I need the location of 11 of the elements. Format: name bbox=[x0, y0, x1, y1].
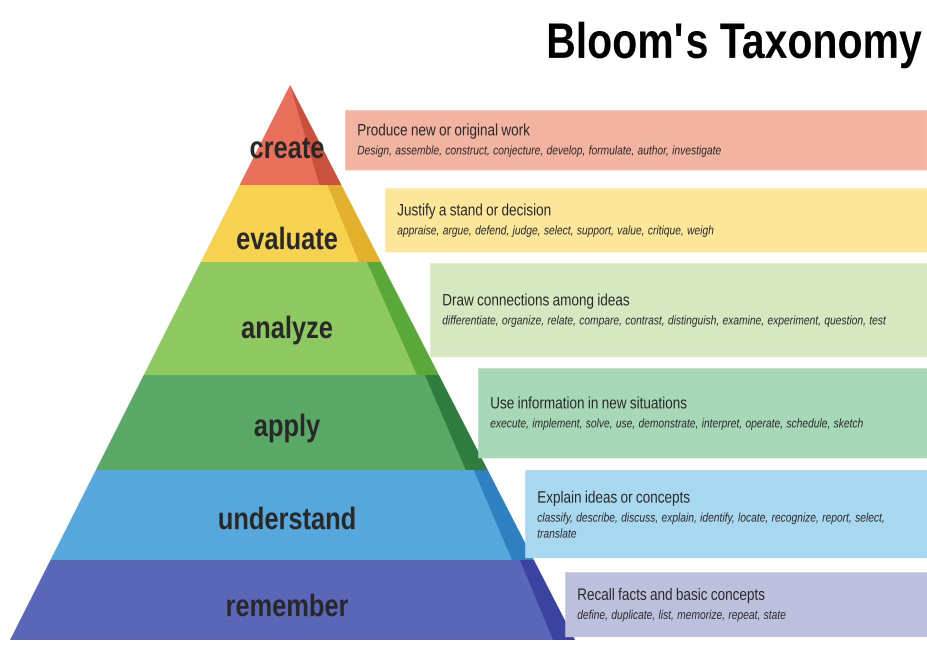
description-bar: Recall facts and basic concepts define, duplicate, list, memorize, repeat, state bbox=[565, 572, 927, 638]
pyramid-level: evaluate bbox=[200, 185, 381, 262]
description-bar: Use information in new situations execute, implement, solve, use, demonstrate, interpret, operate, schedule, sketch bbox=[478, 368, 927, 458]
description-bar: Explain ideas or concepts classify, describe, discuss, explain, identify, locate, recognize, report, select, translate bbox=[525, 470, 927, 558]
pyramid-level: apply bbox=[96, 375, 488, 470]
description-bar: Justify a stand or decision appraise, argue, defend, judge, select, support, value, critique, weigh bbox=[385, 188, 927, 252]
title: Bloom's Taxonomy bbox=[548, 22, 922, 68]
description-bar: Produce new or original work Design, assemble, construct, conjecture, develop, formulate, author, investigate bbox=[345, 110, 927, 170]
description-bar: Draw connections among ideas differentiate, organize, relate, compare, contrast, distinguish, examine, experiment, question, test bbox=[430, 263, 927, 358]
pyramid-level: remember bbox=[10, 560, 575, 640]
pyramid-level: analyze bbox=[144, 262, 439, 375]
